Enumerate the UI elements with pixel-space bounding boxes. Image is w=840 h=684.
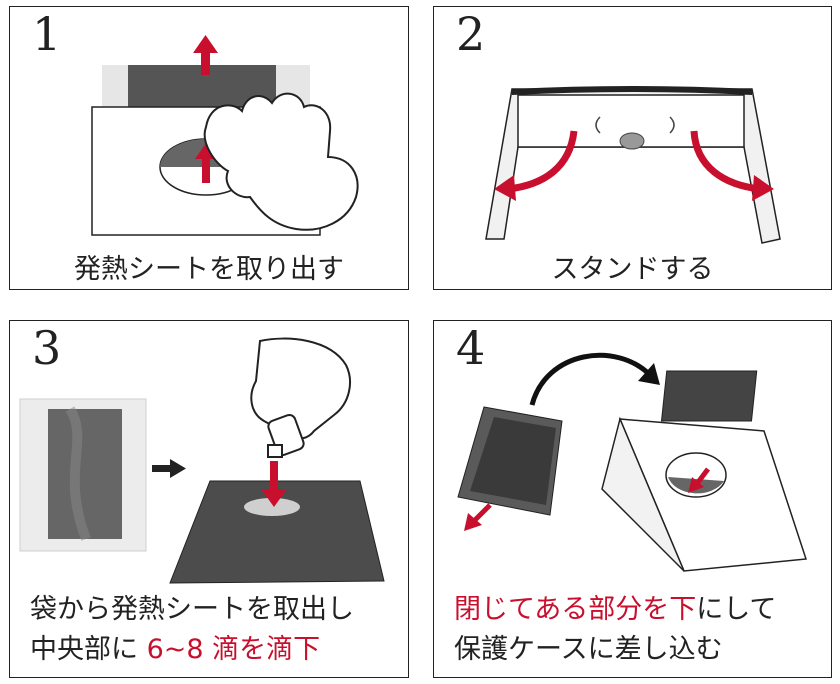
left-curved-arrow-icon [507,130,578,193]
right-curved-arrow-icon [690,130,761,193]
fold-mark-right [669,116,675,134]
caption-red: 6~8 滴を滴下 [146,634,321,665]
step-4-panel: 4 閉じてある部分を下にして 保護ケースに差し込む [433,320,832,678]
step-number: 2 [456,7,486,61]
step-4-caption-line2: 保護ケースに差し込む [454,634,723,665]
hand-icon [250,337,351,440]
step-number: 4 [456,321,486,375]
drop-spot [244,498,300,516]
hand-icon [203,92,359,231]
caption-red: 閉じてある部分を下 [454,594,697,625]
step-number: 1 [32,7,62,61]
stand-illustration [485,86,781,244]
fold-mark-left [595,116,601,134]
stand-top-edge [512,86,752,95]
step-2-caption: スタンドする [551,254,714,285]
step-3-caption-line2: 中央部に 6~8 滴を滴下 [30,627,320,666]
step-1-panel: 1 発熱シートを取り出す [9,6,409,290]
down-arrow-case-icon [688,467,710,493]
step-4-caption-line1: 閉じてある部分を下にして [454,587,776,626]
curved-arrow-icon [529,352,652,406]
up-arrow-top-icon [193,35,218,75]
step-2-panel: 2 スタンドする [433,6,832,290]
down-left-arrow-icon [464,503,492,531]
case-inserted-sheet [660,370,758,422]
caption-plain: 中央部に [30,634,138,665]
drip-illustration [19,337,385,584]
protective-case-side [601,416,685,572]
heat-sheet [48,409,122,539]
stand-hole [619,132,645,150]
down-arrow-icon [261,461,287,507]
step-1-caption: 発熱シートを取り出す [74,254,344,285]
step-number: 3 [32,321,62,375]
caption-plain: にして [696,594,777,625]
remove-sheet-illustration [91,35,359,236]
right-arrow-icon [152,459,186,478]
step-3-caption-line1: 袋から発熱シートを取出し [30,594,354,625]
step-3-panel: 3 袋から発熱シートを取出し 中央部に 6~8 滴を滴下 [9,320,409,678]
spread-sheet [169,480,385,584]
dropper-tip [267,444,283,458]
insert-case-illustration [457,352,808,572]
